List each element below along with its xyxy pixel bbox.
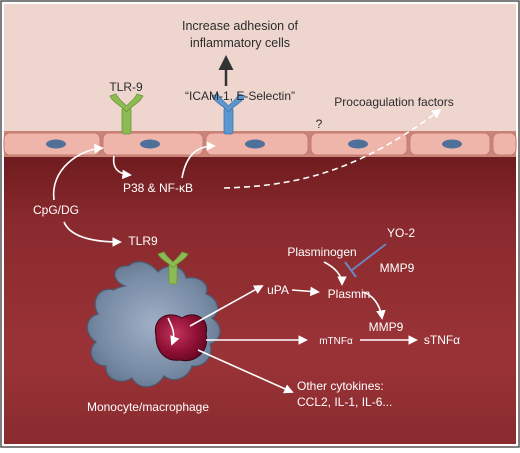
cell-nucleus [140, 139, 160, 149]
procoagulation-label: Procoagulation factors [334, 95, 453, 109]
other-cytokines-label: Other cytokines: [297, 379, 384, 393]
nfkb-to-icam-arrow [181, 141, 216, 179]
cell-nucleus [348, 139, 368, 149]
nucleus-to-cytokines-arrow [197, 349, 294, 394]
nucleus-to-upa-arrow [189, 285, 264, 327]
stnfa-label: sTNFα [424, 333, 460, 347]
cpg-dg-label: CpG/DG [33, 203, 79, 217]
upa-to-plasmin-arrow [291, 286, 320, 297]
cell-nucleus [46, 139, 66, 149]
endothelial-cell [492, 132, 517, 156]
question-mark-label: ? [316, 117, 323, 131]
tlr9-to-nucleus-arrow [167, 317, 180, 346]
tlr9-receptor-endothelial [109, 93, 144, 135]
plasmin-label: Plasmin [328, 287, 371, 301]
cell-nucleus [442, 139, 462, 149]
cell-nucleus [245, 139, 265, 149]
cpg-to-tlr9-monocyte-arrow [63, 221, 122, 247]
yo2-label: YO-2 [387, 226, 415, 240]
mmp9-top-label: MMP9 [380, 261, 415, 275]
yo2-inhibition-line [351, 243, 387, 271]
monocyte-nucleus [154, 314, 208, 362]
increase-adhesion-label-line1: Increase adhesion of [182, 19, 299, 33]
monocyte-macrophage-label: Monocyte/macrophage [87, 400, 209, 414]
tlr9-to-p38-arrow [112, 155, 132, 180]
tlr9-receptor-monocyte [157, 251, 189, 285]
plasminogen-label: Plasminogen [287, 245, 356, 259]
cytokine-list-label: CCL2, IL-1, IL-6... [297, 395, 392, 409]
increase-adhesion-label-line2: inflammatory cells [190, 36, 290, 50]
tlr9-endothelial-label: TLR-9 [109, 80, 143, 94]
icam-receptor [211, 93, 246, 135]
yo2-inhibition-bar [344, 261, 357, 278]
tissue-background [4, 148, 516, 444]
plasmin-to-mmp9-arrow [361, 291, 386, 320]
p38-nfkb-label: P38 & NF-κB [123, 181, 193, 195]
mmp9-bottom-label: MMP9 [369, 320, 404, 334]
tlr9-monocyte-label: TLR9 [128, 234, 158, 248]
icam-eselectin-label: “ICAM-1, E-Selectin” [185, 89, 295, 103]
plasminogen-to-plasmin-arrow [323, 261, 347, 286]
vessel-lumen [4, 4, 516, 134]
mtnfa-label: mTNFα [319, 336, 353, 347]
cpg-to-tlr9-endothelial-arrow [52, 143, 104, 201]
upa-label: uPA [267, 283, 289, 297]
